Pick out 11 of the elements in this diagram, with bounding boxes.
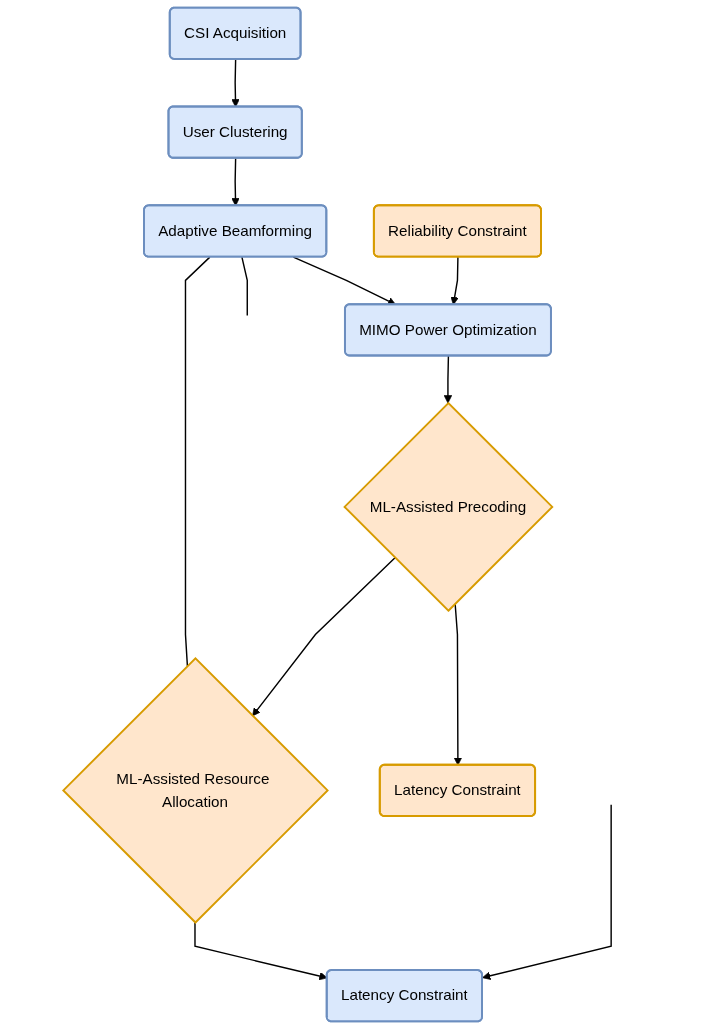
arrow (231, 58, 240, 108)
node-diamond: ML-Assisted Precoding (343, 401, 554, 613)
arrow (443, 355, 453, 404)
arrow (231, 157, 240, 207)
arrow (252, 557, 396, 717)
connector (241, 256, 248, 317)
node-diamond: ML-Assisted Resource Allocation (62, 656, 329, 924)
arrow (450, 256, 459, 306)
connector (184, 256, 211, 667)
arrow (482, 803, 612, 980)
arrow (292, 256, 396, 306)
